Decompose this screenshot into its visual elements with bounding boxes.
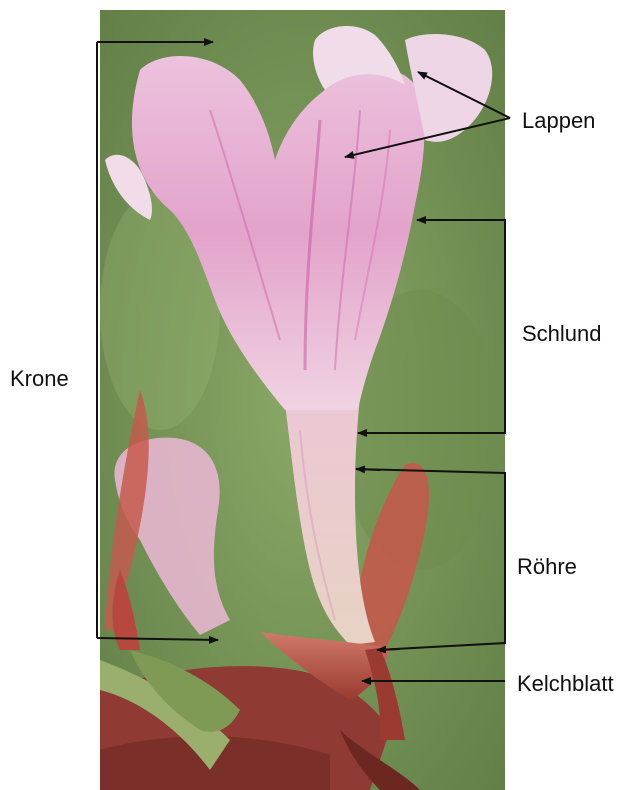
lappen-arrow-1 xyxy=(418,72,510,118)
label-schlund: Schlund xyxy=(522,321,602,346)
roehre-arrow-bottom xyxy=(377,649,400,650)
label-roehre: Röhre xyxy=(517,554,577,579)
roehre-arrow-top xyxy=(356,469,380,470)
krone-arrow-bottom xyxy=(97,638,218,640)
label-lappen: Lappen xyxy=(522,108,595,133)
schlund-bracket xyxy=(358,220,505,433)
lappen-arrow-2 xyxy=(345,118,510,157)
roehre-bracket xyxy=(356,469,505,650)
label-krone: Krone xyxy=(10,366,69,391)
label-kelchblatt: Kelchblatt xyxy=(517,671,614,696)
